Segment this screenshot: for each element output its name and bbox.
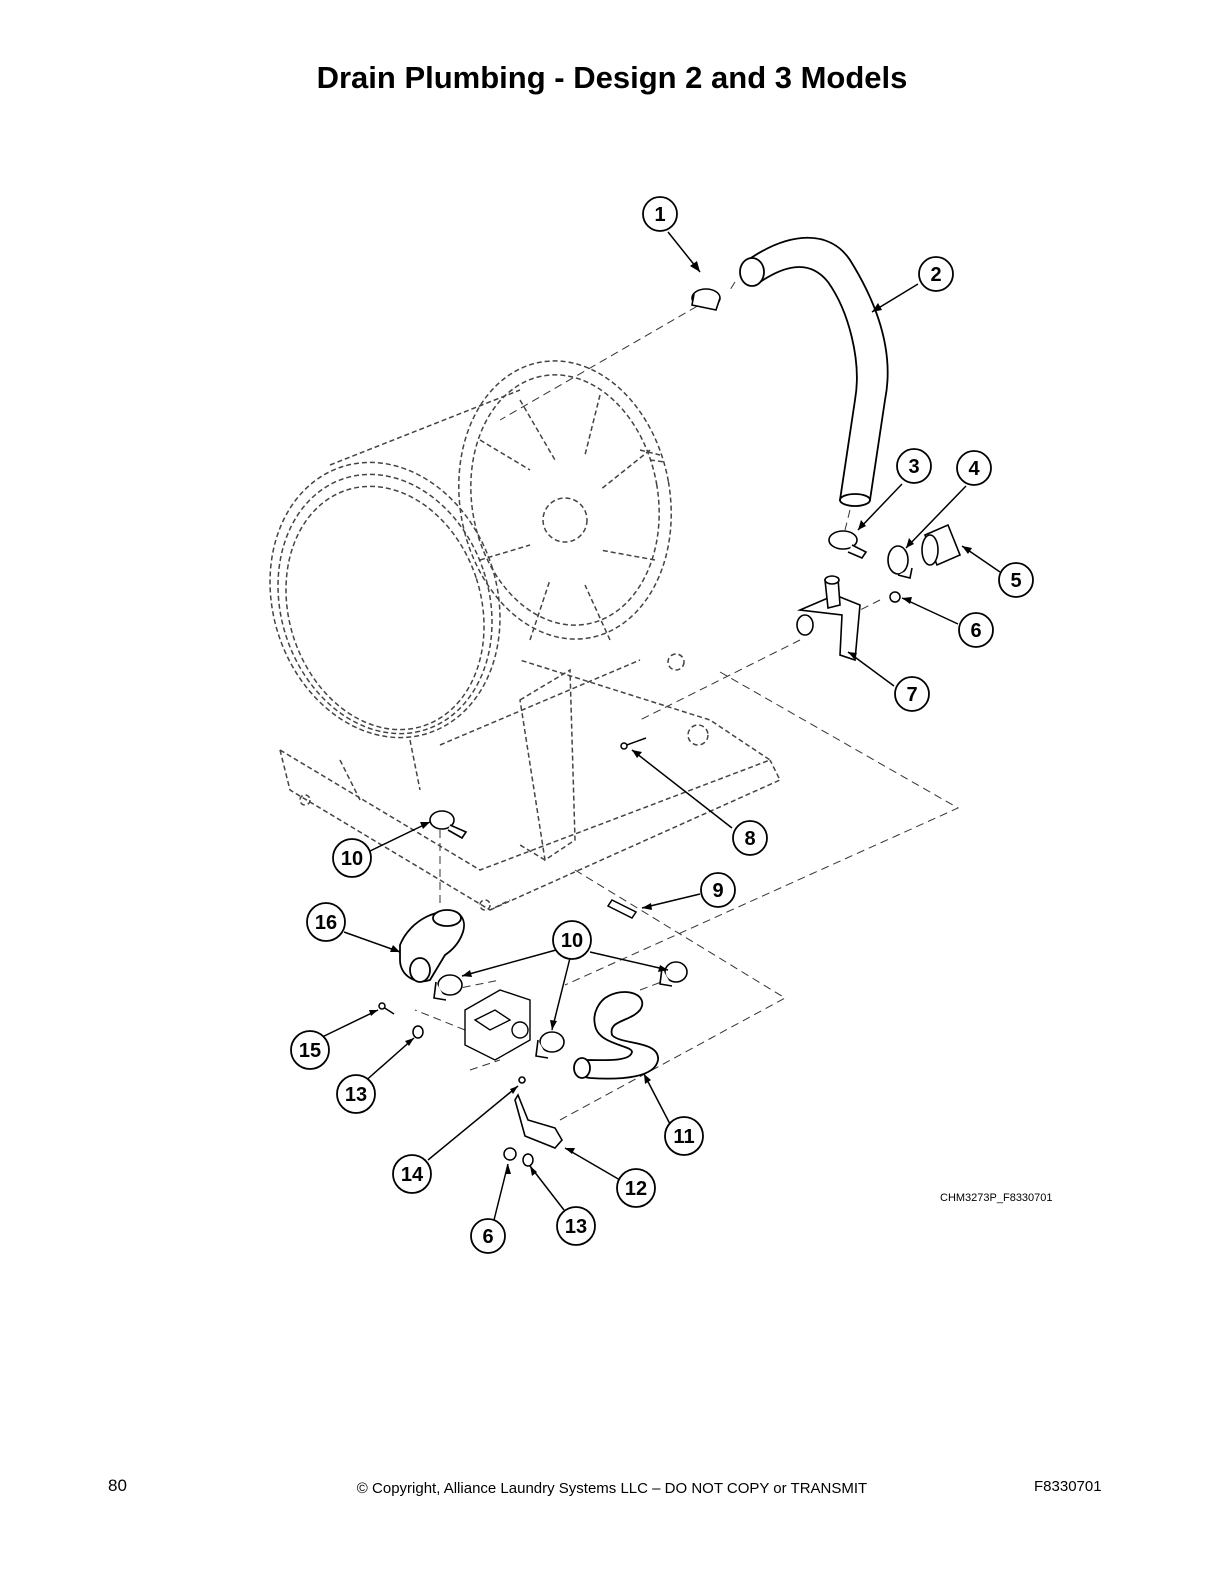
callout-2: 2 — [930, 264, 941, 286]
callout-5: 5 — [1010, 570, 1021, 592]
callout-16: 16 — [315, 912, 337, 934]
copyright-notice: © Copyright, Alliance Laundry Systems LL… — [356, 1480, 868, 1497]
clamp-part-10-lower-left — [433, 974, 463, 1001]
clamp-part-10-upper — [429, 810, 468, 840]
callout-13-left: 13 — [345, 1084, 367, 1106]
sleeve-part-5 — [921, 523, 962, 567]
callout-8: 8 — [744, 828, 755, 850]
elbow-part-16 — [399, 909, 465, 983]
nut-part-6-lower — [503, 1147, 517, 1161]
hose-part-11 — [573, 991, 659, 1080]
page-number: 80 — [108, 1476, 127, 1495]
screw-part-8 — [620, 737, 647, 750]
tub-assembly — [269, 360, 782, 911]
washer-part-13-right — [522, 1153, 534, 1167]
callout-6-lower: 6 — [482, 1226, 493, 1248]
callout-12: 12 — [625, 1178, 647, 1200]
callout-leaders — [315, 231, 1001, 1221]
clamp-part-10-lower-center — [535, 1031, 565, 1059]
callout-labels: 1 2 3 4 5 6 7 8 9 10 10 11 12 13 13 14 1… — [299, 204, 1022, 1248]
fitting-part-9 — [606, 899, 638, 919]
clamp-part-1 — [691, 288, 721, 311]
callout-15: 15 — [299, 1040, 321, 1062]
callout-arrowheads — [369, 261, 972, 1176]
nut-part-6-upper — [889, 591, 901, 603]
assembly-lines — [414, 281, 960, 1121]
drain-hose-part-2 — [739, 236, 889, 507]
callout-circles — [290, 196, 1034, 1254]
callout-14: 14 — [401, 1164, 424, 1186]
figure-code: CHM3273P_F8330701 — [940, 1192, 1053, 1204]
callout-10-upper: 10 — [341, 848, 363, 870]
callout-1: 1 — [654, 204, 665, 226]
clamp-part-10-lower-right — [659, 961, 688, 987]
drain-valve — [464, 989, 531, 1061]
bracket-part-12 — [514, 1076, 563, 1149]
clamp-part-3 — [828, 530, 868, 559]
washer-part-13-left — [412, 1025, 424, 1039]
callout-11: 11 — [673, 1126, 694, 1148]
callout-10-lower: 10 — [561, 930, 583, 952]
clamp-part-4 — [887, 545, 913, 579]
callout-13-right: 13 — [565, 1216, 587, 1238]
document-code: F8330701 — [1034, 1478, 1102, 1495]
callout-4: 4 — [968, 458, 980, 480]
callout-7: 7 — [906, 684, 917, 706]
screw-part-15 — [378, 1002, 395, 1015]
callout-3: 3 — [908, 456, 919, 478]
callout-9: 9 — [712, 880, 723, 902]
bracket-part-7 — [796, 575, 861, 662]
page-title: Drain Plumbing - Design 2 and 3 Models — [316, 60, 908, 95]
callout-6-upper: 6 — [970, 620, 981, 642]
